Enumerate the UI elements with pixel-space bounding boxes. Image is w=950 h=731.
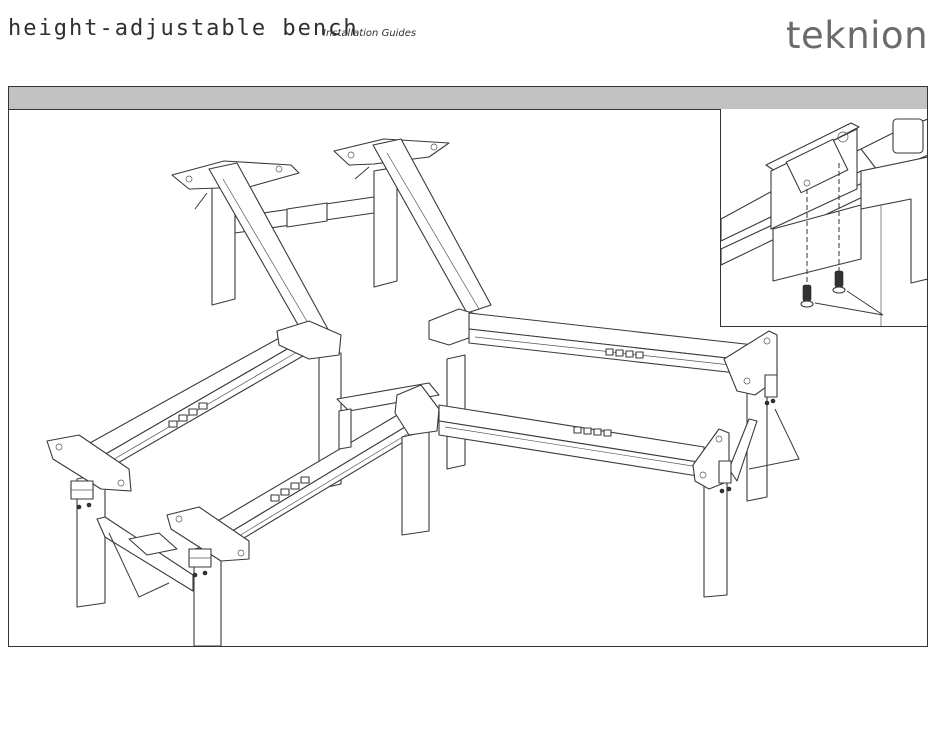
rear-left-frame [172,139,491,337]
right-frame [439,313,799,597]
panel-header-bar [9,87,927,110]
left-front-frame [47,321,425,646]
document-title: height-adjustable bench [8,16,359,41]
instruction-panel [8,86,928,647]
brand-logo: teknion [786,14,928,57]
bracket-screw-detail-icon [720,109,928,327]
document-subtitle: Installation Guides [323,28,416,39]
